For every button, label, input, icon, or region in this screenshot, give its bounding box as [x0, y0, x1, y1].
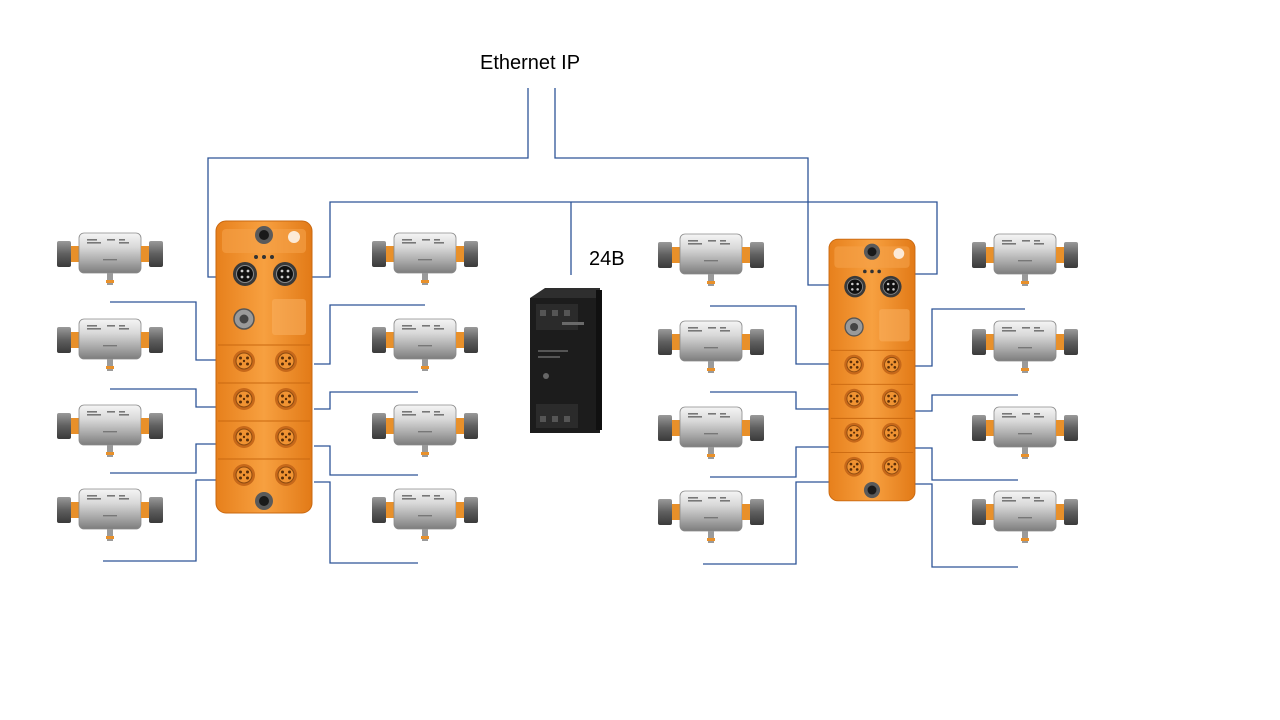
flow-sensor [56, 232, 164, 286]
wire-r2 [710, 391, 835, 410]
wire-r4 [703, 481, 835, 565]
ethernet-ip-label: Ethernet IP [480, 52, 581, 74]
flow-sensor [971, 233, 1079, 287]
right-io-module [829, 239, 915, 501]
power-bus-line [310, 201, 938, 278]
flow-sensor [56, 318, 164, 372]
left-io-module [216, 221, 312, 513]
wire-r3 [710, 446, 835, 478]
flow-sensor [371, 232, 479, 286]
flow-sensor [657, 233, 765, 287]
flow-sensor [657, 490, 765, 544]
wire-r8 [912, 483, 1018, 568]
flow-sensor [371, 488, 479, 542]
wire-l6 [314, 391, 418, 410]
flow-sensor [657, 320, 765, 374]
wire-r5 [912, 308, 1025, 367]
flow-sensor [971, 320, 1079, 374]
power-supply-label: 24B [589, 248, 625, 270]
wire-l8 [314, 481, 418, 564]
wire-r7 [912, 447, 1018, 481]
power-supply-24v [530, 288, 602, 433]
flow-sensor [371, 404, 479, 458]
ethernet-line-right [554, 88, 848, 286]
wire-l5 [314, 304, 425, 365]
flow-sensor [371, 318, 479, 372]
flow-sensor [657, 406, 765, 460]
wire-r1 [710, 305, 835, 365]
flow-sensor [971, 406, 1079, 460]
flow-sensor [56, 488, 164, 542]
wire-r6 [912, 394, 1018, 412]
wire-l7 [314, 445, 418, 476]
flow-sensor [56, 404, 164, 458]
flow-sensor [971, 490, 1079, 544]
wiring [103, 88, 1025, 568]
